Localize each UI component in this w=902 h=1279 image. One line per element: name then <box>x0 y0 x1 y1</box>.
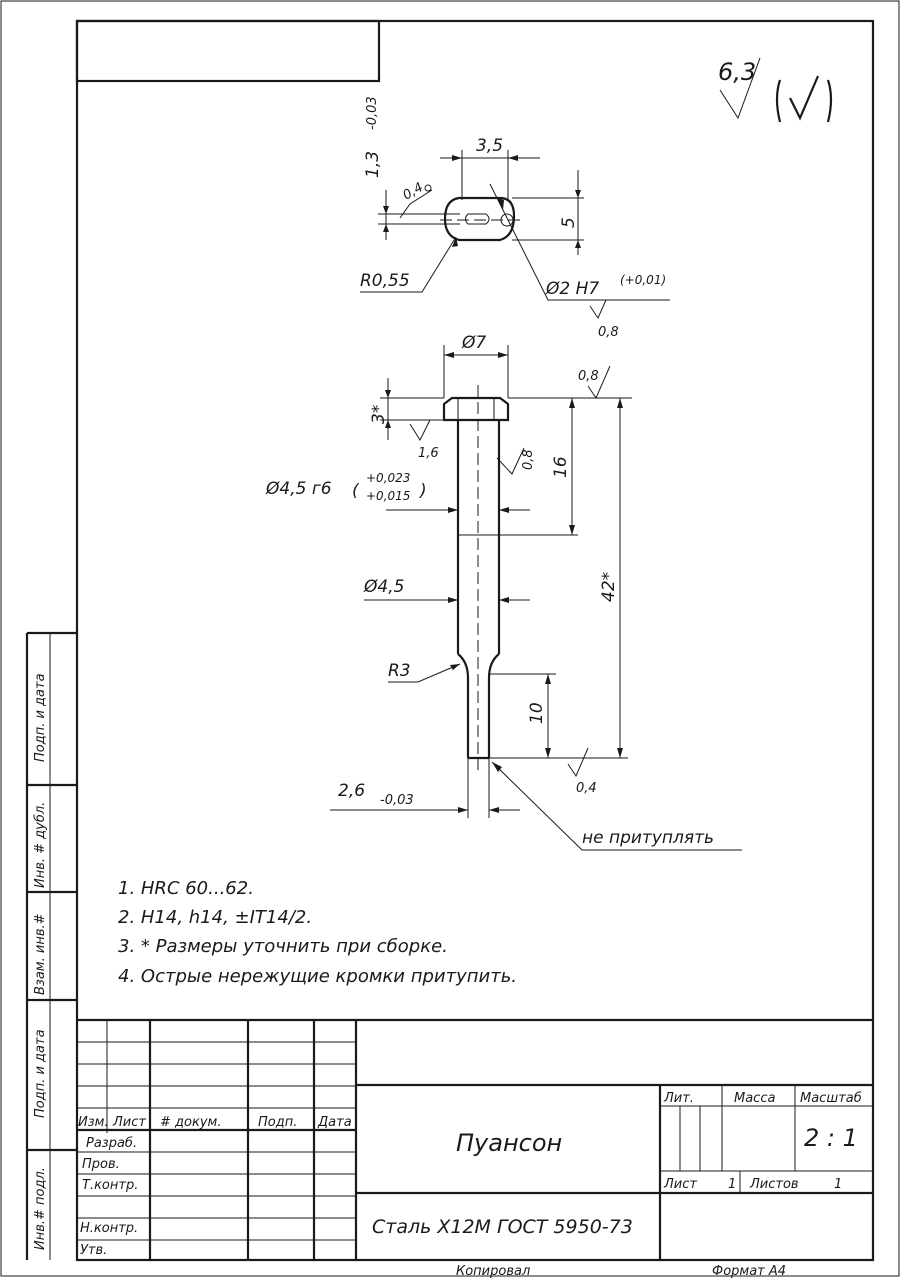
fit-paren-close: ) <box>418 481 427 501</box>
hole-tol: (+0,01) <box>620 273 666 287</box>
col-izm: Изм. <box>78 1115 109 1130</box>
stamp-dup-inv: Инв. # дубл. <box>33 802 48 888</box>
dim-tip-tol: -0,03 <box>380 793 414 808</box>
note-3: 3. * Размеры уточнить при сборке. <box>118 936 448 957</box>
copied-label: Копировал <box>456 1264 530 1279</box>
dim-height: 5 <box>559 217 579 228</box>
row-utv: Утв. <box>80 1243 107 1258</box>
note-4: 4. Острые нережущие кромки притупить. <box>118 966 517 987</box>
general-roughness-symbol: 6,3 <box>718 57 833 123</box>
dim-tip-length: 10 <box>527 702 547 724</box>
title-block: Изм. Лист # докум. Подп. Дата Разраб. Пр… <box>77 1018 873 1279</box>
stamp-orig-inv: Инв.# подл. <box>33 1167 48 1250</box>
technical-notes: 1. HRC 60...62. 2. H14, h14, ±IT14/2. 3.… <box>118 878 517 987</box>
radius-label: R0,55 <box>360 271 410 291</box>
dim-head-height: 3* <box>369 405 389 424</box>
sheets-label: Листов <box>749 1177 799 1192</box>
row-tkontr: Т.контр. <box>82 1178 138 1193</box>
format-label: Формат А4 <box>712 1264 786 1279</box>
dim-thickness: 1,3 <box>363 151 383 178</box>
roughness-flat: 0,4 <box>401 180 426 203</box>
material: Сталь Х12М ГОСТ 5950-73 <box>372 1216 633 1238</box>
stamp-replace-inv: Взам. инв.# <box>33 913 48 995</box>
roughness-general-value: 6,3 <box>718 58 756 86</box>
roughness-top-face: 0,8 <box>578 369 599 384</box>
scale-label: Масштаб <box>800 1091 862 1106</box>
dim-width: 3,5 <box>476 136 503 156</box>
roughness-hole: 0,8 <box>598 325 619 340</box>
scale-value: 2 : 1 <box>804 1124 858 1152</box>
dim-thickness-tol: -0,03 <box>365 96 380 130</box>
stamp-sign-date-2: Подп. и дата <box>33 1029 48 1118</box>
mass-label: Масса <box>734 1091 775 1106</box>
col-date: Дата <box>317 1115 352 1130</box>
dim-shank-diameter: Ø4,5 <box>363 577 404 597</box>
sheet-number: 1 <box>728 1177 736 1192</box>
dim-fit-length: 16 <box>551 456 571 478</box>
roughness-head-side: 1,6 <box>418 446 439 461</box>
dim-tip-diameter: 2,6 <box>338 781 365 801</box>
side-stamp-column: Подп. и дата Инв. # дубл. Взам. инв.# По… <box>25 631 77 1260</box>
roughness-shank: 0,8 <box>521 449 536 470</box>
row-nkontr: Н.контр. <box>80 1221 138 1236</box>
roughness-tip: 0,4 <box>576 781 597 796</box>
detail-view: 1,3 -0,03 0,4 3,5 5 R0,55 Ø2 H7 (+0,01) … <box>360 96 670 340</box>
fillet-label: R3 <box>388 661 411 681</box>
tip-note: не притуплять <box>582 828 714 848</box>
part-name: Пуансон <box>456 1129 562 1157</box>
sheet-label: Лист <box>663 1177 697 1192</box>
note-2: 2. H14, h14, ±IT14/2. <box>118 907 312 928</box>
fit-paren-open: ( <box>352 481 360 501</box>
dim-head-diameter: Ø7 <box>461 333 486 353</box>
dim-fit-diameter: Ø4,5 г6 <box>265 479 332 499</box>
col-sign: Подп. <box>258 1115 297 1130</box>
sheets-number: 1 <box>834 1177 842 1192</box>
col-doc: # докум. <box>160 1115 221 1130</box>
row-prov: Пров. <box>82 1157 120 1172</box>
dim-total-length: 42* <box>599 572 619 602</box>
dim-fit-tol-lower: +0,015 <box>366 489 410 503</box>
hole-label: Ø2 H7 <box>545 279 599 299</box>
row-razrab: Разраб. <box>86 1136 137 1151</box>
lit-label: Лит. <box>663 1091 694 1106</box>
col-list: Лист <box>112 1115 146 1130</box>
stamp-sign-date-1: Подп. и дата <box>33 673 48 762</box>
note-1: 1. HRC 60...62. <box>118 878 254 899</box>
dim-fit-tol-upper: +0,023 <box>366 471 410 485</box>
part-view: Ø7 3* 1,6 0,8 0,8 Ø4,5 г6 ( +0,023 +0,01… <box>265 333 742 851</box>
